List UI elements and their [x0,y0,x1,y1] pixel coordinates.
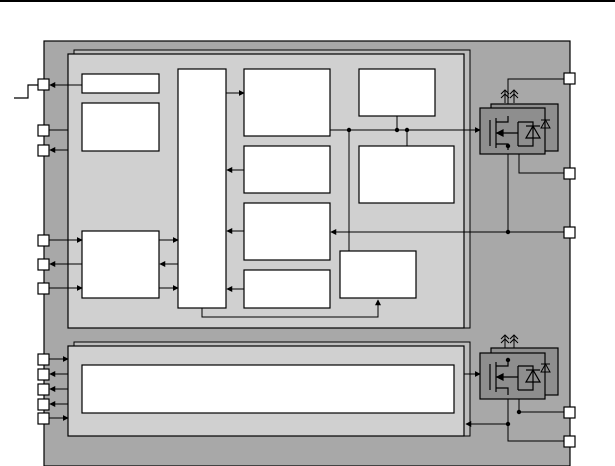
block-right-mid [358,145,455,204]
pin [37,258,50,271]
power-driver-upper [479,89,559,155]
pin [37,412,50,425]
pin [37,368,50,381]
diode-icon-back [540,118,551,129]
wiring [49,78,564,442]
pin [37,234,50,247]
pin [37,144,50,157]
mosfet-icon [489,360,518,395]
block-bus [177,68,227,309]
mosfet-icon [489,116,518,150]
pin [37,282,50,295]
diode-icon-back [540,362,551,373]
pin [37,78,50,91]
pin [37,124,50,137]
block-left-upper [81,102,160,152]
block-mid-2 [243,145,331,194]
pin [37,398,50,411]
junction-dots [346,127,522,427]
block-lower-wide [81,364,455,414]
block-left-lower [81,230,160,299]
diode-icon [517,121,542,147]
pins-left [37,78,50,425]
diode-icon [517,365,542,391]
block-right-bottom [339,250,417,299]
light-emission-icon [500,89,519,103]
pin [563,226,576,239]
block-mid-3 [243,202,331,261]
power-driver-lower [479,334,559,400]
pin [563,72,576,85]
top-rule [0,0,615,2]
block-right-top [358,68,436,117]
pin [563,167,576,180]
ground-symbol [14,84,38,99]
pin [37,353,50,366]
pin [37,383,50,396]
light-emission-icon [500,334,519,348]
pin [563,406,576,419]
pin [563,435,576,448]
block-mid-1 [243,68,331,137]
block-mid-4 [243,269,331,309]
block-top-left-small [81,73,160,94]
pins-right [563,72,576,448]
